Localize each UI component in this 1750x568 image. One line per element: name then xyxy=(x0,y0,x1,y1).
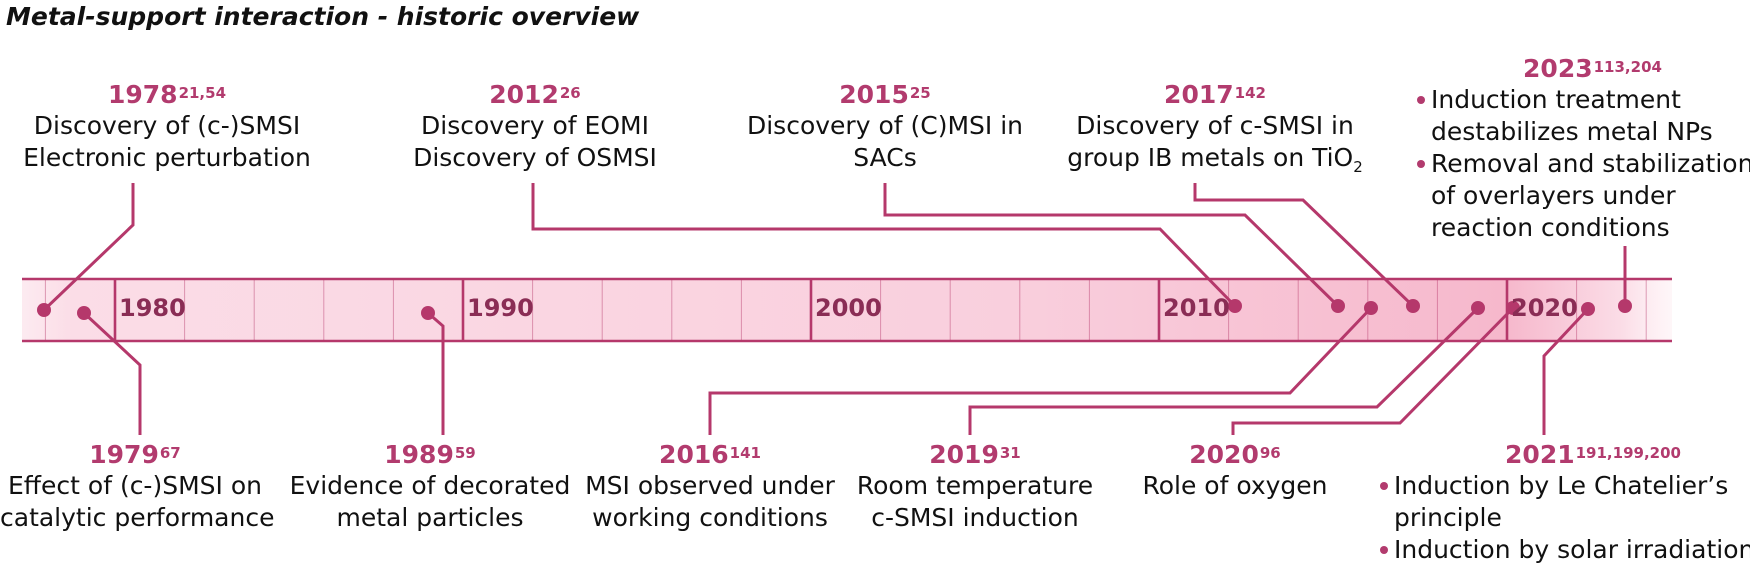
connector-2016 xyxy=(708,306,1373,435)
event-dot-2015 xyxy=(1331,299,1345,313)
event-dot-2020 xyxy=(1506,301,1520,315)
connector-1978 xyxy=(42,183,135,312)
event-2023: 2023113,204 Induction treatment destabil… xyxy=(1415,54,1750,244)
event-dot-2021 xyxy=(1581,302,1595,316)
event-2017: 2017142 Discovery of c-SMSI in group IB … xyxy=(1055,80,1375,183)
event-dot-1989 xyxy=(421,306,435,320)
event-year: 2016141 xyxy=(659,440,761,469)
event-description: Discovery of (C)MSI in SACs xyxy=(746,111,1023,172)
event-year: 201525 xyxy=(839,80,931,109)
event-description: Evidence of decorated metal particles xyxy=(289,471,571,532)
event-dot-1978 xyxy=(37,303,51,317)
event-dot-1979 xyxy=(77,306,91,320)
decade-label: 2000 xyxy=(815,294,882,322)
event-1978: 197821,54 Discovery of (c-)SMSI Electron… xyxy=(22,80,312,174)
event-dot-2012 xyxy=(1228,299,1242,313)
event-2012: 201226 Discovery of EOMI Discovery of OS… xyxy=(395,80,675,174)
event-1989: 198959 Evidence of decorated metal parti… xyxy=(285,440,575,534)
event-description: Room temperature c-SMSI induction xyxy=(856,471,1094,532)
event-2020: 202096 Role of oxygen xyxy=(1130,440,1340,502)
event-2021: 2021191,199,200 Induction by Le Chatelie… xyxy=(1378,440,1750,566)
event-dot-2017 xyxy=(1406,299,1420,313)
bullet-item: Induction by Le Chatelier’s principle xyxy=(1378,470,1748,534)
connector-1979 xyxy=(82,311,142,435)
event-description: MSI observed under working conditions xyxy=(585,471,835,532)
event-year: 2021191,199,200 xyxy=(1505,440,1681,469)
event-year: 197967 xyxy=(89,440,181,469)
event-dot-2019 xyxy=(1471,301,1485,315)
connector-2021 xyxy=(1542,307,1590,435)
event-2019: 201931 Room temperature c-SMSI induction xyxy=(850,440,1100,534)
event-description: Effect of (c-)SMSI on catalytic performa… xyxy=(0,471,275,532)
event-year: 201226 xyxy=(489,80,581,109)
connector-2020 xyxy=(1231,306,1515,435)
decade-label: 1980 xyxy=(119,294,186,322)
connector-2015 xyxy=(883,183,1340,308)
event-dot-2016 xyxy=(1364,301,1378,315)
decade-label: 2020 xyxy=(1511,294,1578,322)
decade-label: 2010 xyxy=(1163,294,1230,322)
event-description: Role of oxygen xyxy=(1142,471,1328,500)
event-description: Discovery of EOMI Discovery of OSMSI xyxy=(413,111,657,172)
event-2016: 2016141 MSI observed under working condi… xyxy=(580,440,840,534)
event-year: 201931 xyxy=(929,440,1021,469)
bullet-item: Removal and stabilization of overlayers … xyxy=(1415,148,1750,244)
event-description: Discovery of c-SMSI in group IB metals o… xyxy=(1067,111,1363,176)
connector-2017 xyxy=(1193,183,1415,308)
event-2015: 201525 Discovery of (C)MSI in SACs xyxy=(740,80,1030,174)
page-title: Metal-support interaction - historic ove… xyxy=(6,2,640,31)
event-dot-2023 xyxy=(1618,299,1632,313)
event-year: 198959 xyxy=(384,440,476,469)
event-description: Discovery of (c-)SMSI Electronic perturb… xyxy=(23,111,311,172)
connector-2019 xyxy=(968,306,1480,435)
event-year: 202096 xyxy=(1189,440,1281,469)
connector-2012 xyxy=(531,183,1237,308)
event-year: 2023113,204 xyxy=(1523,54,1662,83)
event-year: 2017142 xyxy=(1164,80,1266,109)
event-1979: 197967 Effect of (c-)SMSI on catalytic p… xyxy=(0,440,275,534)
bullet-item: Induction by solar irradiation xyxy=(1378,534,1750,566)
decade-label: 1990 xyxy=(467,294,534,322)
bullet-item: Induction treatment destabilizes metal N… xyxy=(1415,84,1750,148)
event-year: 197821,54 xyxy=(107,80,227,109)
